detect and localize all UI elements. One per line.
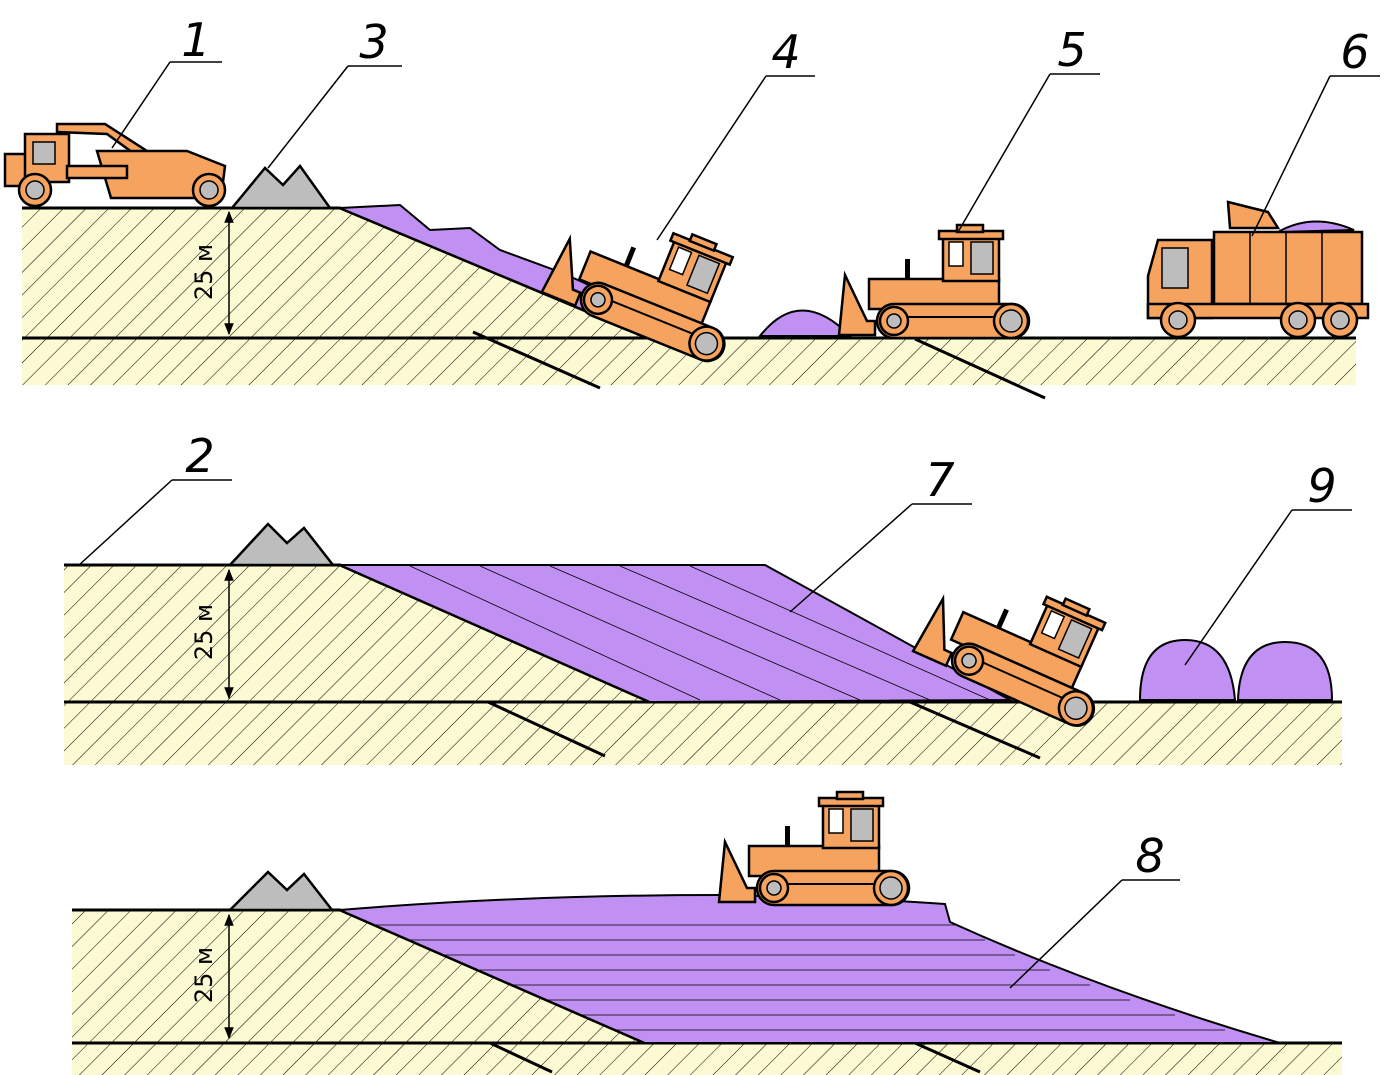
topsoil-pile xyxy=(227,522,336,567)
svg-text:6: 6 xyxy=(1340,25,1369,79)
scraper-icon xyxy=(3,122,227,208)
svg-text:8: 8 xyxy=(1135,829,1164,883)
topsoil-pile xyxy=(229,164,333,210)
panel-2: 25 м 2 7 9 xyxy=(64,429,1352,765)
callout-1: 1 xyxy=(111,13,222,149)
callout-2: 2 xyxy=(77,429,232,567)
waste-heap xyxy=(1236,640,1334,701)
waste-layer-lines xyxy=(376,924,1225,1031)
svg-text:1: 1 xyxy=(181,13,210,67)
callout-6: 6 xyxy=(1251,25,1380,237)
panel-3: 25 м 8 xyxy=(72,790,1342,1075)
svg-text:9: 9 xyxy=(1307,459,1336,513)
dimension-label: 25 м xyxy=(190,604,218,660)
svg-text:5: 5 xyxy=(1057,23,1086,77)
waste-heap xyxy=(757,309,853,337)
callout-7: 7 xyxy=(789,453,972,613)
callout-9: 9 xyxy=(1184,459,1352,666)
bulldozer-icon xyxy=(837,223,1031,340)
svg-text:2: 2 xyxy=(185,429,214,483)
callout-8: 8 xyxy=(1009,829,1180,989)
svg-text:7: 7 xyxy=(925,453,954,507)
callout-4: 4 xyxy=(656,25,815,241)
waste-layer-lines xyxy=(409,565,991,701)
waste-fill xyxy=(339,564,1014,704)
dimension-label: 25 м xyxy=(190,244,218,300)
waste-heap xyxy=(1138,638,1237,701)
topsoil-pile xyxy=(226,870,335,912)
svg-text:4: 4 xyxy=(771,25,800,79)
callout-5: 5 xyxy=(957,23,1100,233)
panel-1: 25 м 1 3 4 5 6 xyxy=(3,13,1380,400)
callout-3: 3 xyxy=(267,15,402,169)
bulldozer-icon xyxy=(717,790,911,907)
svg-text:3: 3 xyxy=(359,15,388,69)
dimension-label: 25 м xyxy=(190,947,218,1003)
